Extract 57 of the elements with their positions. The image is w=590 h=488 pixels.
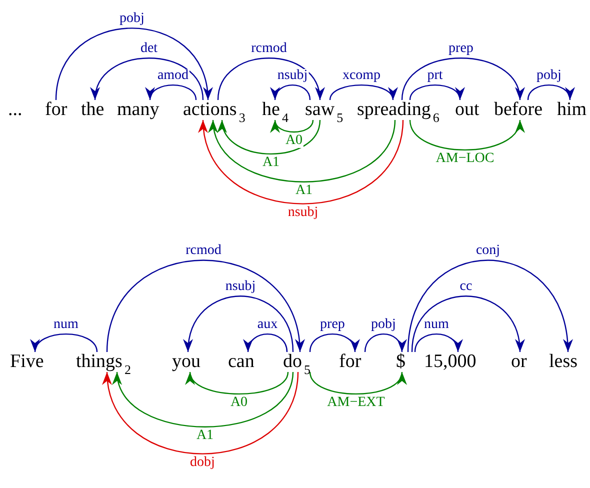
edge-label: conj: [474, 244, 502, 258]
arc-arrow: [55, 28, 212, 100]
edge-label: pobj: [118, 12, 146, 26]
edge-label: dobj: [189, 456, 216, 470]
word: for: [45, 100, 68, 120]
word: can: [228, 352, 254, 372]
arc-arrow: [409, 120, 522, 151]
arc-arrow: [309, 334, 358, 352]
word: Five: [10, 352, 44, 372]
edge-label: xcomp: [341, 69, 382, 83]
arc-arrow: [106, 260, 304, 352]
arc-arrow: [411, 296, 524, 352]
word: less: [549, 352, 578, 372]
word: $: [396, 352, 406, 372]
word: or: [511, 352, 527, 372]
word: before: [494, 100, 543, 120]
edge-label: A0: [284, 134, 304, 148]
arc-arrow: [200, 120, 404, 204]
arc-arrow: [219, 120, 321, 154]
arc-arrow: [272, 120, 314, 134]
edge-label: prt: [426, 69, 444, 83]
arc-arrow: [401, 58, 523, 100]
arc-arrow: [184, 296, 294, 352]
word: the: [81, 100, 104, 120]
arc-arrow: [414, 333, 461, 352]
edge-label: nsubj: [286, 206, 320, 220]
word: you: [172, 352, 200, 372]
arc-arrow: [527, 84, 573, 100]
edge-label: nsubj: [224, 280, 257, 294]
word: actions$_{3}$: [183, 100, 246, 120]
word: him: [557, 100, 587, 120]
arc-arrow: [148, 84, 197, 100]
word: spreading$_{6}$: [357, 100, 440, 120]
edge-label: pobj: [370, 318, 397, 332]
word: saw$_{5}$: [305, 100, 344, 120]
arc-arrow: [210, 120, 396, 182]
arc-arrow: [217, 58, 323, 100]
word: do$_{5}$: [283, 352, 310, 372]
word: ...: [8, 100, 22, 120]
edge-label: prep: [448, 42, 474, 56]
edge-label: nsubj: [276, 69, 309, 83]
edge-label: prep: [319, 318, 346, 332]
word: 15,000: [424, 352, 476, 372]
word: things$_{2}$: [76, 352, 131, 372]
word: for: [339, 352, 362, 372]
word: many: [117, 100, 160, 120]
arc-arrow: [407, 260, 572, 352]
arc-arrow: [409, 84, 462, 100]
word: he$_{4}$: [262, 100, 288, 120]
arc-arrow: [92, 58, 204, 100]
arc-arrow: [104, 372, 299, 454]
word: out: [455, 100, 480, 120]
arc-arrow: [364, 334, 406, 352]
arc-arrow: [32, 334, 98, 352]
arc-arrow: [272, 84, 311, 100]
edge-label: pobj: [536, 69, 562, 83]
arc-arrow: [244, 333, 288, 352]
